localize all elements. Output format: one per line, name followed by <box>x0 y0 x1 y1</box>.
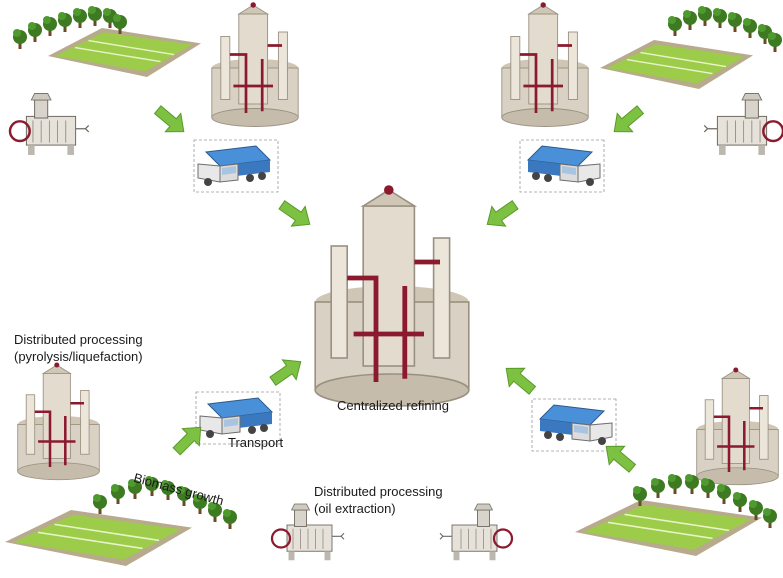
refinery-icon-bottom-right <box>695 366 780 487</box>
arrow-icon <box>605 100 649 142</box>
oil-press-icon-top-left <box>8 92 90 157</box>
biomass-field-top-right <box>599 6 782 90</box>
arrow-icon <box>265 351 309 392</box>
label-distributed-processing-oil: Distributed processing <box>314 484 443 499</box>
oil-press-icon-top-right <box>703 92 783 157</box>
truck-icon-bottom-right <box>531 398 617 452</box>
biomass-field-top-left <box>13 6 202 78</box>
refinery-icon-top-right <box>500 0 590 128</box>
oil-press-icon-bottom-center-right <box>438 502 514 562</box>
refinery-icon-central <box>315 185 469 406</box>
arrow-icon <box>274 194 318 235</box>
arrow-icon <box>479 194 523 235</box>
refinery-icon-bottom-left <box>16 361 101 482</box>
arrow-icon <box>149 100 193 142</box>
biomass-field-bottom-right <box>573 474 777 558</box>
refinery-icon-top-left <box>210 0 300 128</box>
label-transport: Transport <box>228 435 284 450</box>
label-oil-extraction: (oil extraction) <box>314 501 396 516</box>
arrow-icon <box>497 358 541 400</box>
truck-icon-top-right <box>519 139 605 193</box>
label-pyrolysis-liquefaction: (pyrolysis/liquefaction) <box>14 349 143 364</box>
truck-icon-top-left <box>193 139 279 193</box>
label-distributed-processing-pyrolysis: Distributed processing <box>14 332 143 347</box>
label-centralized-refining: Centralized refining <box>337 398 450 413</box>
